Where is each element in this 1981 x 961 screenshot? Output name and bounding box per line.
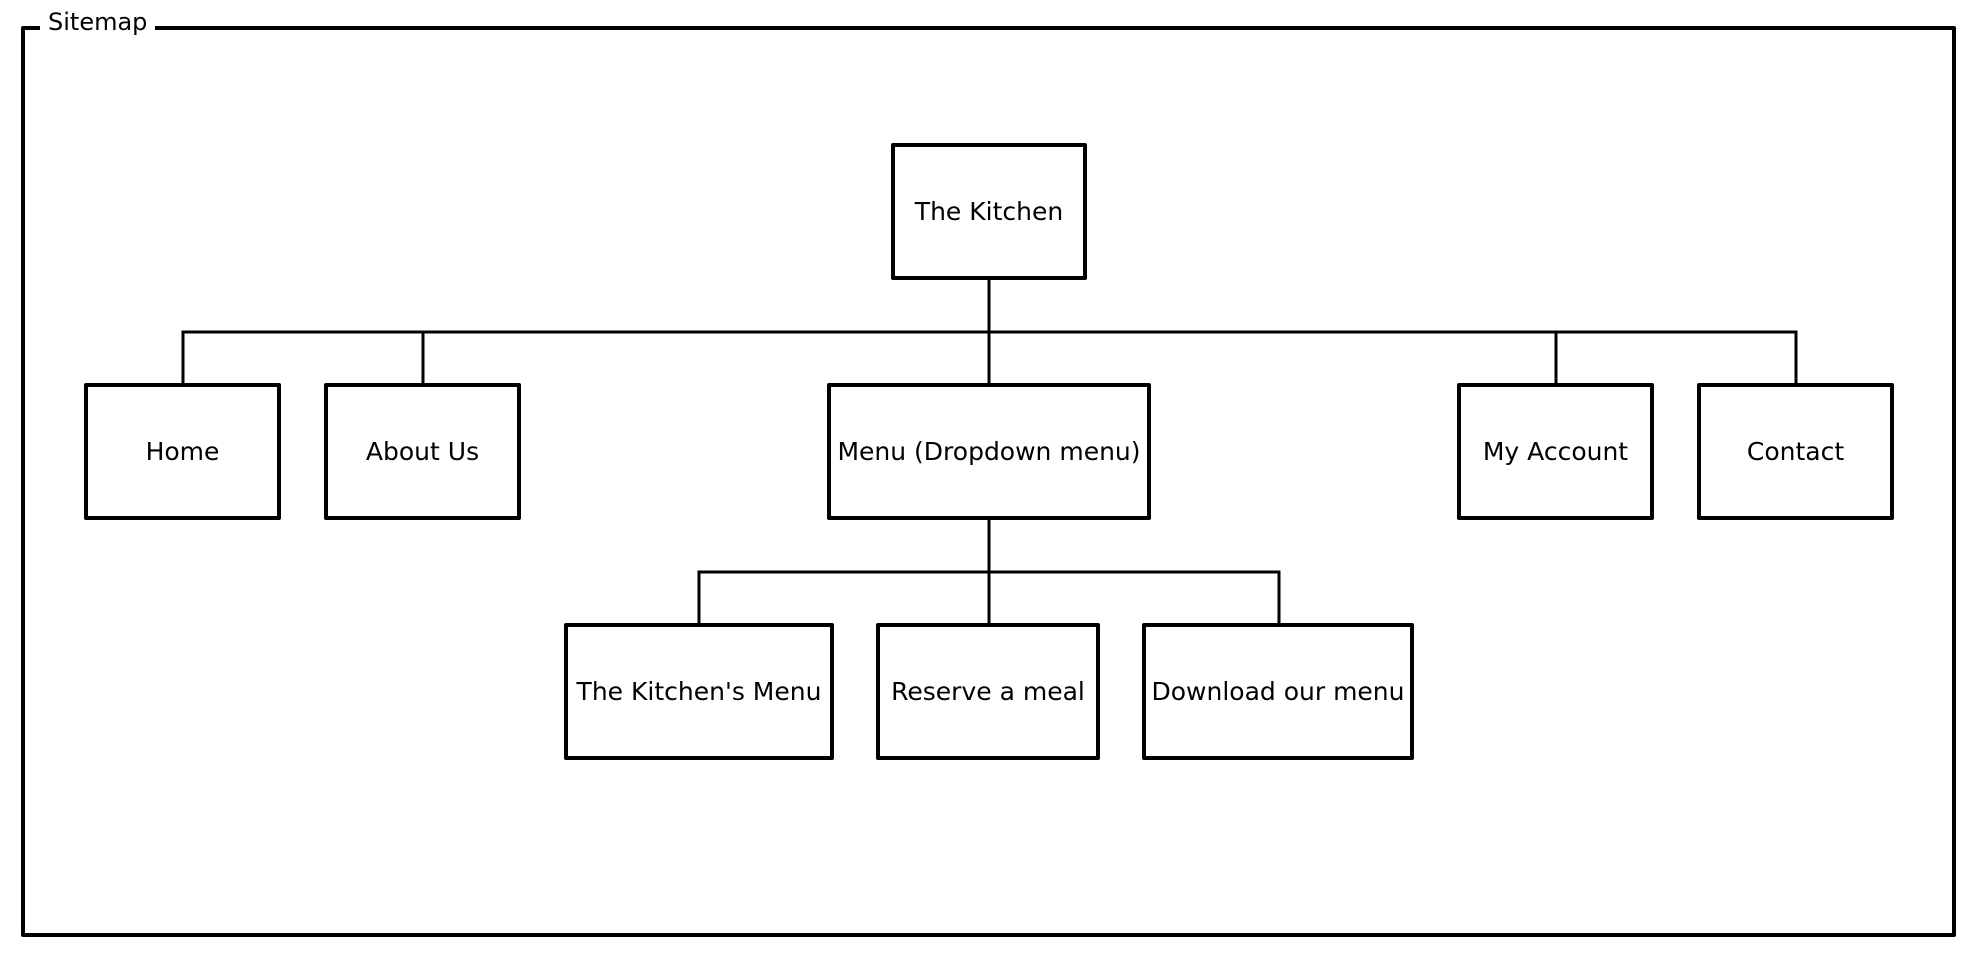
sitemap-frame: [21, 26, 1956, 937]
node-about-us[interactable]: About Us: [324, 383, 521, 520]
node-menu-dropdown[interactable]: Menu (Dropdown menu): [827, 383, 1151, 520]
node-label: Download our menu: [1151, 676, 1405, 706]
node-reserve-a-meal[interactable]: Reserve a meal: [876, 623, 1100, 760]
node-label: The Kitchen's Menu: [576, 676, 822, 706]
node-label: Contact: [1746, 436, 1845, 466]
node-download-our-menu[interactable]: Download our menu: [1142, 623, 1414, 760]
node-home[interactable]: Home: [84, 383, 281, 520]
node-label: My Account: [1482, 436, 1629, 466]
node-contact[interactable]: Contact: [1697, 383, 1894, 520]
node-label: About Us: [365, 436, 480, 466]
node-my-account[interactable]: My Account: [1457, 383, 1654, 520]
node-label: Menu (Dropdown menu): [837, 436, 1141, 466]
node-the-kitchen[interactable]: The Kitchen: [891, 143, 1087, 280]
node-label: Home: [145, 436, 220, 466]
node-label: The Kitchen: [914, 196, 1064, 226]
frame-title: Sitemap: [40, 6, 156, 38]
node-label: Reserve a meal: [891, 676, 1085, 706]
node-kitchens-menu[interactable]: The Kitchen's Menu: [564, 623, 834, 760]
